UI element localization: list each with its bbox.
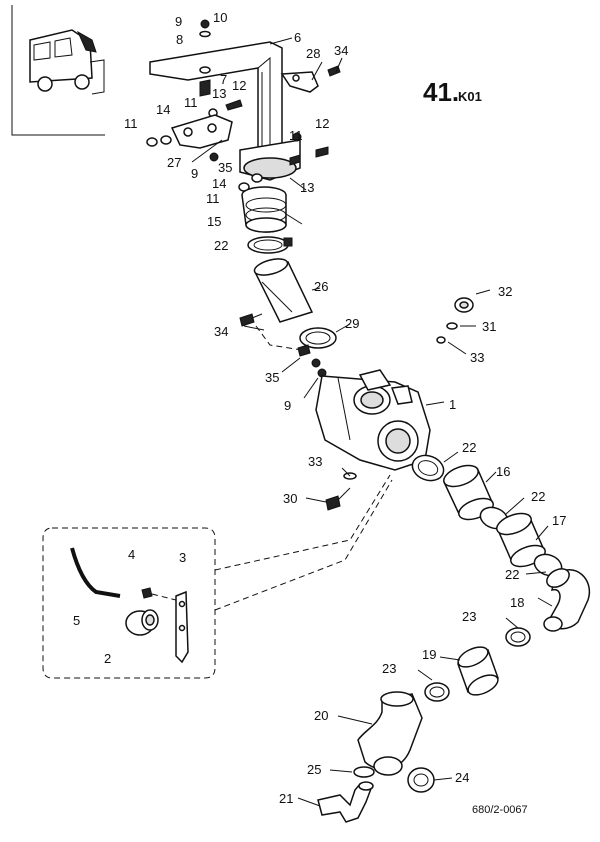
title-number: 41. [423, 77, 459, 107]
callout-9: 9 [284, 398, 291, 413]
pipe-26 [253, 258, 314, 323]
callout-27: 27 [167, 155, 181, 170]
callout-5: 5 [73, 613, 80, 628]
callout-12: 12 [232, 78, 246, 93]
pipe-21 [317, 781, 374, 823]
callout-35: 35 [265, 370, 279, 385]
clamp-22-top [247, 236, 293, 254]
callout-23: 23 [462, 609, 476, 624]
support-bracket-6 [149, 41, 301, 181]
callout-17: 17 [552, 513, 566, 528]
elbow-20 [357, 691, 423, 776]
pipe-19 [457, 646, 499, 696]
callout-10: 10 [213, 10, 227, 25]
callout-26: 26 [314, 279, 328, 294]
callout-8: 8 [176, 32, 183, 47]
callout-25: 25 [307, 762, 321, 777]
optional-parts-inset [42, 474, 393, 679]
rubber-mount-2 [125, 609, 159, 636]
clamp-23-lower [424, 682, 450, 702]
air-filter-housing-1 [315, 369, 431, 471]
callout-2: 2 [104, 651, 111, 666]
callout-35: 35 [218, 160, 232, 175]
elbow-hose-18 [543, 568, 591, 632]
callout-12: 12 [315, 116, 329, 131]
callout-34: 34 [214, 324, 228, 339]
callout-22: 22 [505, 567, 519, 582]
mounting-bracket-27 [170, 114, 233, 149]
clamp-24 [407, 767, 435, 793]
callout-7: 7 [220, 72, 227, 87]
screw-4 [141, 587, 177, 601]
callout-30: 30 [283, 491, 297, 506]
callout-1: 1 [449, 397, 456, 412]
callout-16: 16 [496, 464, 510, 479]
callout-20: 20 [314, 708, 328, 723]
callout-14: 14 [156, 102, 170, 117]
callout-11: 11 [206, 191, 220, 206]
callout-22: 22 [214, 238, 228, 253]
callout-32: 32 [498, 284, 512, 299]
callout-9: 9 [191, 166, 198, 181]
clamp-23-upper [505, 627, 531, 647]
truck-location-inset [11, 5, 105, 136]
callout-9: 9 [175, 14, 182, 29]
callout-11: 11 [184, 95, 198, 110]
callout-31: 31 [482, 319, 496, 334]
fasteners-mid [297, 344, 327, 378]
callout-19: 19 [422, 647, 436, 662]
callout-33: 33 [470, 350, 484, 365]
drawing-code: 680/2-0067 [472, 804, 528, 816]
callout-24: 24 [455, 770, 469, 785]
title-suffix: K01 [458, 89, 482, 104]
callout-23: 23 [382, 661, 396, 676]
fasteners-right [436, 297, 474, 344]
callout-15: 15 [207, 214, 221, 229]
callout-18: 18 [510, 595, 524, 610]
truck-icon [29, 29, 105, 95]
mounting-bracket-28 [280, 71, 319, 93]
hose-15 [241, 186, 287, 233]
callout-11: 11 [289, 128, 303, 143]
callout-22: 22 [531, 489, 545, 504]
bolt-34-left [239, 313, 263, 327]
callout-11: 11 [124, 116, 138, 131]
clamp-29 [299, 327, 337, 349]
callout-21: 21 [279, 791, 293, 806]
callout-6: 6 [294, 30, 301, 45]
callout-34: 34 [334, 43, 348, 58]
hose-17 [496, 512, 546, 568]
callout-29: 29 [345, 316, 359, 331]
fasteners-top [146, 19, 341, 192]
callout-3: 3 [179, 550, 186, 565]
callout-13: 13 [212, 86, 226, 101]
callout-13: 13 [300, 180, 314, 195]
callout-labels: 9 10 8 6 28 34 7 12 11 13 14 11 11 12 27… [73, 10, 566, 806]
callout-33: 33 [308, 454, 322, 469]
diagram-title: 41. K01 [423, 77, 482, 107]
callout-4: 4 [128, 547, 135, 562]
clamp-22-mid [411, 454, 445, 482]
callout-22: 22 [462, 440, 476, 455]
callout-14: 14 [212, 176, 226, 191]
hose-5 [70, 547, 121, 598]
bracket-3 [175, 590, 189, 664]
leader-lines [191, 37, 553, 807]
callout-28: 28 [306, 46, 320, 61]
bolt-30 [325, 472, 357, 511]
ring-25 [353, 766, 375, 778]
